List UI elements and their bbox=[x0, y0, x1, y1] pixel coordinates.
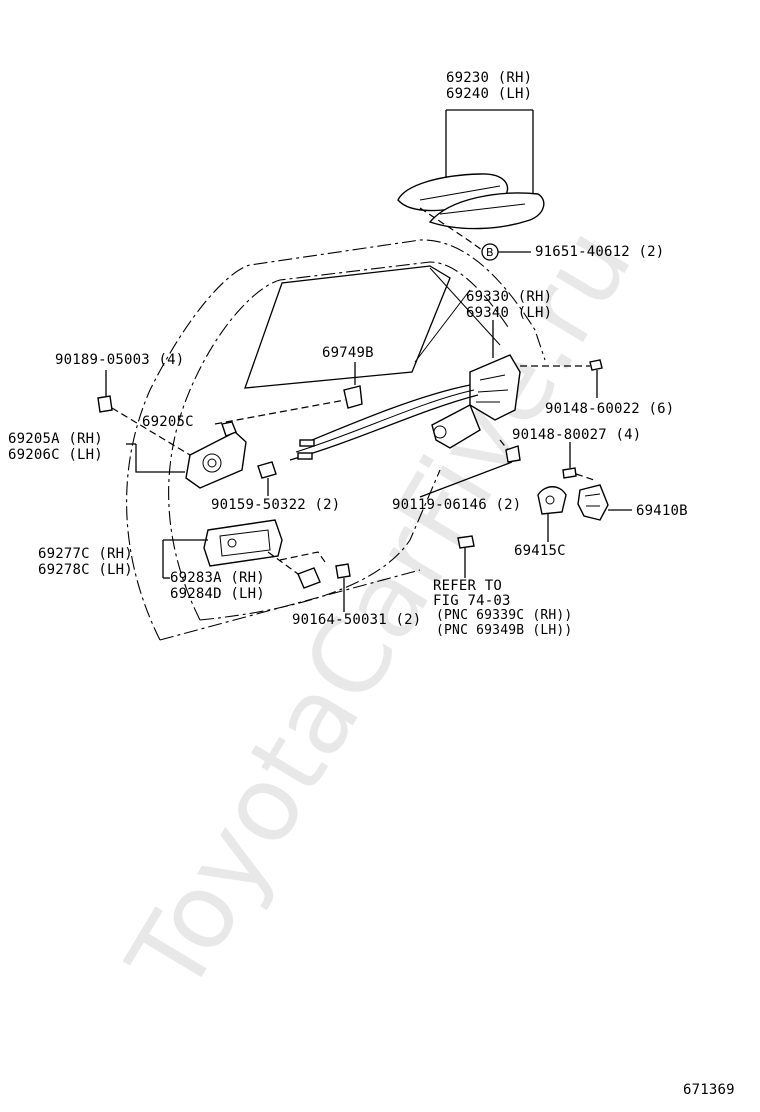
label-69278c: 69278C (LH) bbox=[38, 562, 133, 578]
label-91651: 91651-40612 (2) bbox=[535, 244, 665, 260]
screw-90159 bbox=[257, 461, 277, 479]
screw-90148-80027 bbox=[562, 467, 577, 479]
striker-69410b bbox=[577, 484, 609, 521]
label-69240: 69240 (LH) bbox=[446, 86, 533, 102]
inside-handle bbox=[185, 431, 247, 489]
label-90148-80027: 90148-80027 (4) bbox=[512, 427, 642, 443]
circle-marker-label: B bbox=[486, 246, 494, 259]
label-refer-pnc-lh: (PNC 69349B (LH)) bbox=[436, 623, 573, 638]
door-inner-lower bbox=[199, 469, 441, 621]
door-bottom-edge bbox=[159, 569, 421, 641]
label-90189: 90189-05003 (4) bbox=[55, 352, 185, 368]
label-69284d: 69284D (LH) bbox=[170, 586, 265, 602]
inside-handle-cap bbox=[221, 421, 237, 437]
door-inner-panel bbox=[168, 261, 511, 621]
label-69283a: 69283A (RH) bbox=[170, 570, 265, 586]
label-90159: 90159-50322 (2) bbox=[211, 497, 341, 513]
circle-marker-b bbox=[481, 243, 499, 261]
label-69230: 69230 (RH) bbox=[446, 70, 533, 86]
label-69330: 69330 (RH) bbox=[466, 289, 553, 305]
label-69749b: 69749B bbox=[322, 345, 374, 361]
label-69415c: 69415C bbox=[514, 543, 566, 559]
clip-90189 bbox=[97, 395, 113, 413]
label-69205c: 69205C bbox=[142, 414, 194, 430]
label-69277c: 69277C (RH) bbox=[38, 546, 133, 562]
label-90164: 90164-50031 (2) bbox=[292, 612, 422, 628]
label-69206c: 69206C (LH) bbox=[8, 447, 103, 463]
label-69340: 69340 (LH) bbox=[466, 305, 553, 321]
bolt-90119 bbox=[505, 445, 521, 463]
outside-handle-pad bbox=[428, 192, 545, 230]
label-90148-60022: 90148-60022 (6) bbox=[545, 401, 675, 417]
label-69205a: 69205A (RH) bbox=[8, 431, 103, 447]
lock-cable-upper bbox=[299, 384, 471, 446]
bezel-cover bbox=[297, 567, 321, 589]
door-outline bbox=[126, 239, 546, 641]
screw-90148-60022 bbox=[589, 359, 603, 371]
window-glass-line bbox=[414, 289, 471, 363]
door-lock-assembly bbox=[469, 354, 521, 421]
screw-90164 bbox=[335, 563, 351, 579]
figure-number: 671369 bbox=[683, 1082, 735, 1098]
window-rear-line bbox=[429, 267, 501, 346]
label-90119: 90119-06146 (2) bbox=[392, 497, 522, 513]
door-lock-motor bbox=[431, 404, 481, 449]
window-frame bbox=[244, 265, 451, 389]
cable-clip bbox=[343, 385, 363, 409]
lock-cable-lower bbox=[289, 394, 479, 461]
inside-handle-bezel bbox=[203, 519, 283, 567]
refer-pad bbox=[457, 535, 475, 549]
label-refer-fig: FIG 74-03 bbox=[433, 593, 511, 609]
striker-69415c bbox=[537, 486, 567, 515]
label-69410b: 69410B bbox=[636, 503, 688, 519]
label-refer-pnc-rh: (PNC 69339C (RH)) bbox=[436, 608, 573, 623]
label-refer-to: REFER TO bbox=[433, 578, 503, 594]
